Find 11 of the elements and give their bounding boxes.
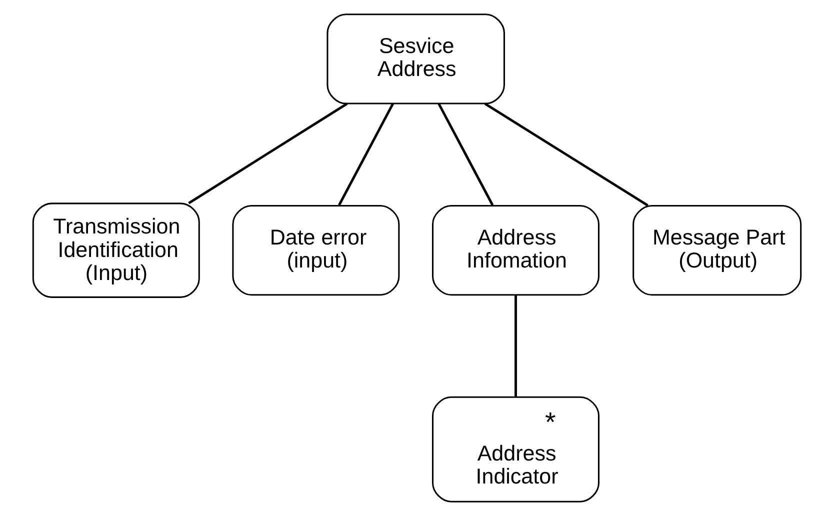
connector xyxy=(438,103,494,206)
node-box: Transmission Identification (Input) xyxy=(32,202,200,298)
connector xyxy=(338,103,394,206)
node-box: Date error (input) xyxy=(232,204,400,296)
connector xyxy=(188,102,348,204)
connector xyxy=(514,295,517,397)
node-box: Message Part (Output) xyxy=(632,204,802,296)
node-box: * Address Indicator xyxy=(432,396,600,502)
connector xyxy=(484,102,648,206)
node-box: Address Infomation xyxy=(432,204,600,296)
node-box: Sesvice Address xyxy=(326,14,505,104)
